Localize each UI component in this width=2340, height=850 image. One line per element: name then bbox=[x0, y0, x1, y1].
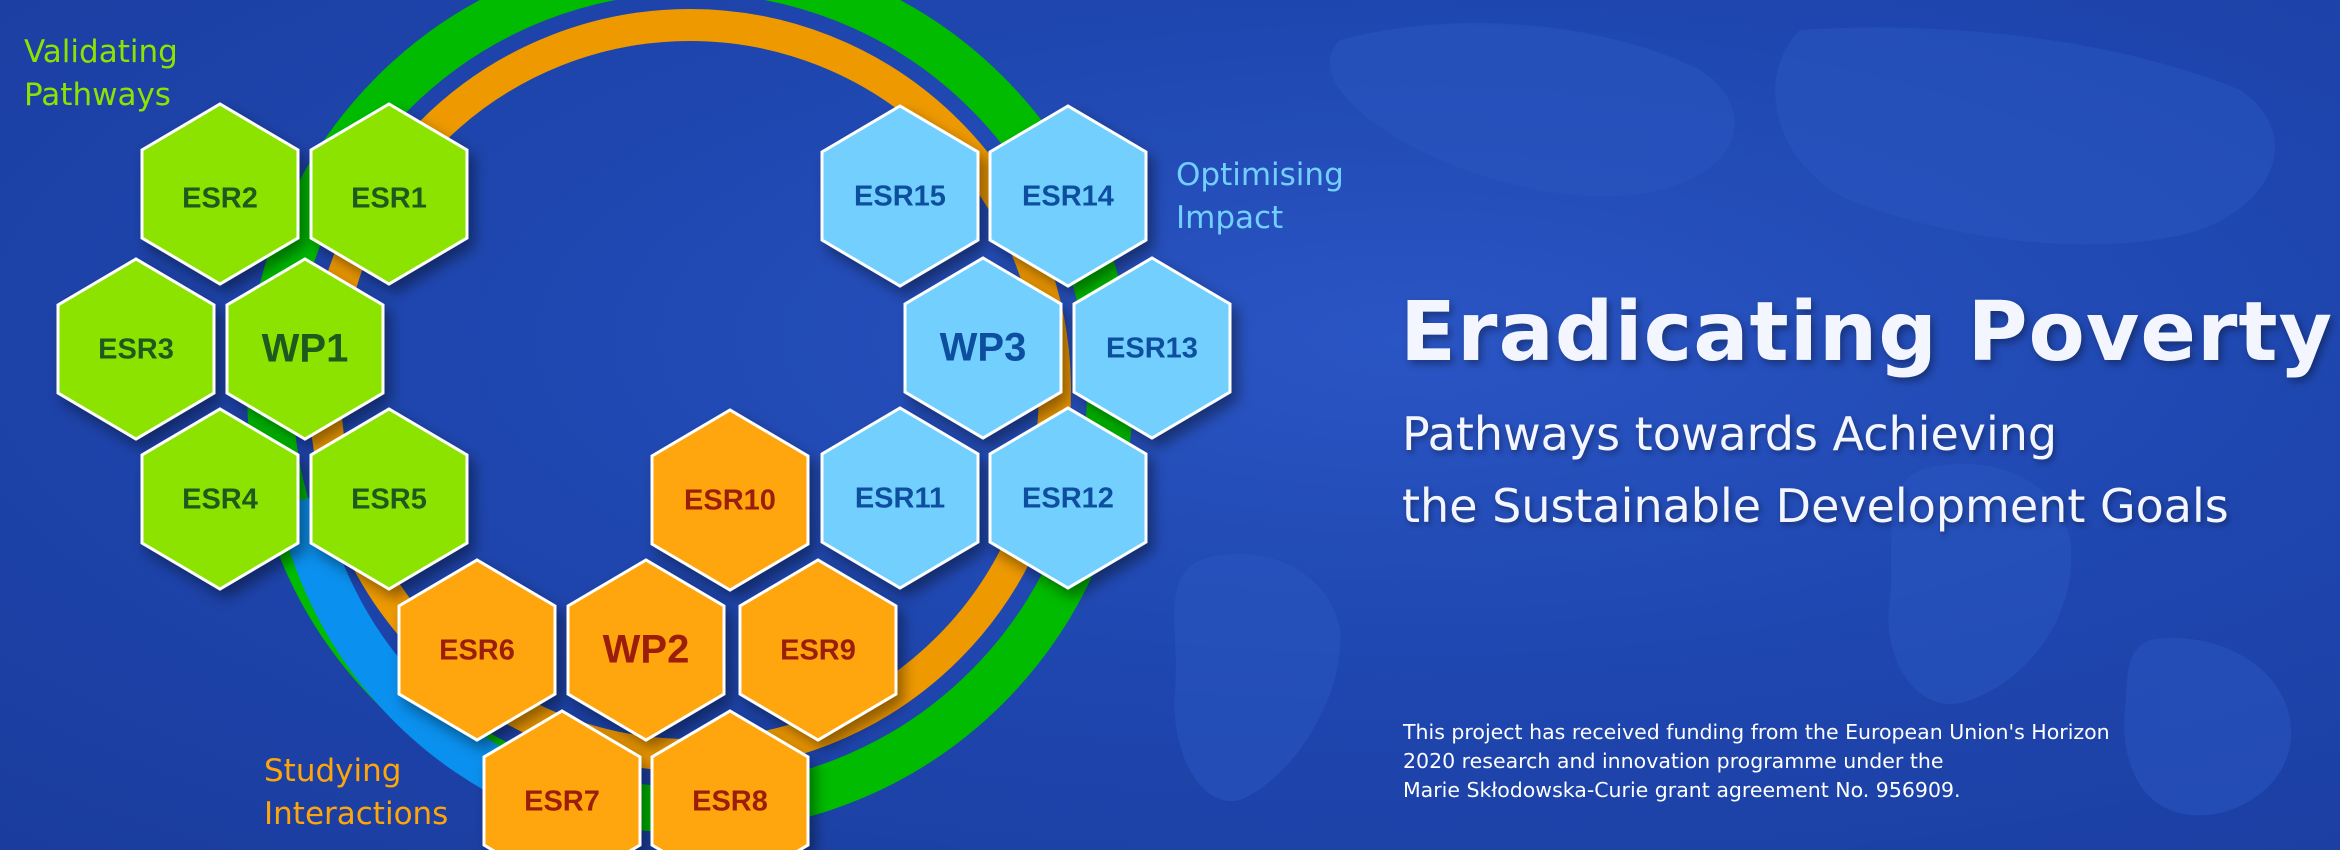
hex-esr4[interactable] bbox=[140, 407, 300, 591]
label-validating-line1: Validating bbox=[24, 34, 178, 70]
hex-wp2[interactable] bbox=[566, 558, 726, 742]
hex-esr10-label: ESR10 bbox=[684, 485, 776, 517]
hex-esr11-label: ESR11 bbox=[855, 483, 945, 515]
label-studying-interactions: Studying Interactions bbox=[264, 750, 448, 836]
hex-esr13-label: ESR13 bbox=[1106, 333, 1198, 365]
hex-esr1[interactable] bbox=[309, 102, 469, 286]
hex-esr15-label: ESR15 bbox=[854, 181, 946, 213]
hex-esr14[interactable] bbox=[988, 104, 1148, 288]
hex-esr11[interactable] bbox=[820, 406, 980, 590]
label-studying-line1: Studying bbox=[264, 753, 402, 789]
hex-esr10[interactable] bbox=[650, 408, 810, 592]
label-validating-line2: Pathways bbox=[24, 77, 171, 113]
hex-esr1-label: ESR1 bbox=[351, 183, 427, 215]
hex-esr7[interactable] bbox=[482, 709, 642, 850]
subtitle-line1: Pathways towards Achieving bbox=[1402, 407, 2058, 461]
hex-esr6[interactable] bbox=[397, 558, 557, 742]
funding-line3: Marie Skłodowska-Curie grant agreement N… bbox=[1403, 778, 1961, 802]
hex-esr8[interactable] bbox=[650, 709, 810, 850]
hex-wp1-label: WP1 bbox=[262, 327, 349, 371]
page-title: Eradicating Poverty bbox=[1400, 285, 2334, 380]
hex-esr6-label: ESR6 bbox=[439, 635, 515, 667]
hex-esr2-label: ESR2 bbox=[182, 183, 258, 215]
hex-esr14-label: ESR14 bbox=[1022, 181, 1114, 213]
label-studying-line2: Interactions bbox=[264, 796, 449, 832]
label-optimising-line2: Impact bbox=[1176, 200, 1284, 236]
hex-esr8-label: ESR8 bbox=[692, 786, 768, 818]
hex-esr5[interactable] bbox=[309, 407, 469, 591]
hex-esr12[interactable] bbox=[988, 406, 1148, 590]
wp3-cluster bbox=[820, 104, 1232, 590]
label-optimising-line1: Optimising bbox=[1176, 157, 1344, 193]
hex-esr5-label: ESR5 bbox=[351, 484, 427, 516]
funding-notice: This project has received funding from t… bbox=[1403, 718, 2110, 805]
hex-wp3-label: WP3 bbox=[940, 326, 1027, 370]
wp1-cluster bbox=[56, 102, 469, 591]
subtitle-line2: the Sustainable Development Goals bbox=[1402, 479, 2229, 533]
hex-wp1[interactable] bbox=[225, 257, 385, 441]
title-block: Eradicating Poverty Pathways towards Ach… bbox=[1400, 285, 2333, 542]
hex-esr9-label: ESR9 bbox=[780, 635, 856, 667]
hex-esr15[interactable] bbox=[820, 104, 980, 288]
hex-wp3[interactable] bbox=[903, 256, 1063, 440]
page-subtitle: Pathways towards Achieving the Sustainab… bbox=[1402, 398, 2333, 542]
label-optimising-impact: Optimising Impact bbox=[1176, 154, 1344, 240]
hex-esr3-label: ESR3 bbox=[98, 334, 174, 366]
hex-esr12-label: ESR12 bbox=[1022, 483, 1114, 515]
funding-line1: This project has received funding from t… bbox=[1403, 720, 2110, 744]
hex-wp2-label: WP2 bbox=[603, 628, 690, 672]
wp2-cluster bbox=[397, 408, 898, 850]
hex-esr13[interactable] bbox=[1072, 256, 1232, 440]
hex-esr9[interactable] bbox=[738, 558, 898, 742]
world-map-watermark bbox=[1174, 23, 2292, 816]
hex-esr2[interactable] bbox=[140, 102, 300, 286]
funding-line2: 2020 research and innovation programme u… bbox=[1403, 749, 1944, 773]
hex-esr7-label: ESR7 bbox=[524, 786, 600, 818]
label-validating-pathways: Validating Pathways bbox=[24, 31, 178, 117]
hex-esr3[interactable] bbox=[56, 257, 216, 441]
hex-esr4-label: ESR4 bbox=[182, 484, 258, 516]
